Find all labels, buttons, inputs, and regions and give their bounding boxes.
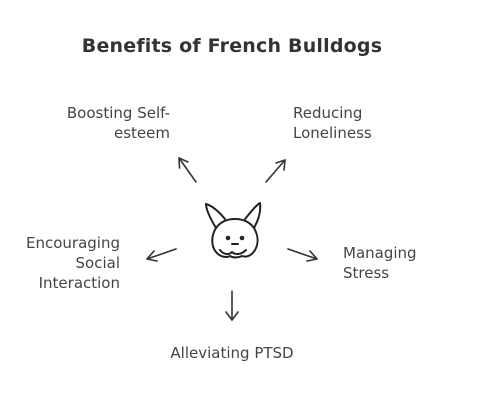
benefit-loneliness-line-1: Reducing — [293, 104, 363, 122]
french-bulldog-icon — [205, 202, 262, 259]
benefit-social-interaction: Encouraging Social Interaction — [10, 233, 120, 293]
benefit-social-line-1: Encouraging — [26, 234, 120, 252]
arrow-to-ptsd — [225, 290, 239, 321]
benefit-stress-line-2: Stress — [343, 264, 390, 282]
benefit-self-esteem-line-1: Boosting Self- — [66, 104, 170, 122]
benefit-loneliness: Reducing Loneliness — [293, 103, 393, 143]
diagram-title: Benefits of French Bulldogs — [81, 35, 383, 57]
arrow-to-social — [146, 248, 177, 262]
benefit-social-line-2: Social — [75, 254, 120, 272]
benefit-self-esteem-line-2: esteem — [114, 124, 170, 142]
benefit-loneliness-line-2: Loneliness — [293, 124, 372, 142]
benefit-managing-stress: Managing Stress — [343, 243, 443, 283]
benefit-self-esteem: Boosting Self- esteem — [58, 103, 170, 143]
arrow-to-loneliness — [265, 159, 286, 183]
benefit-alleviating-ptsd: Alleviating PTSD — [152, 343, 312, 363]
benefit-social-line-3: Interaction — [38, 274, 120, 292]
benefit-stress-line-1: Managing — [343, 244, 417, 262]
arrow-to-self-esteem — [178, 157, 197, 183]
benefit-ptsd-line-1: Alleviating PTSD — [170, 344, 294, 362]
arrow-to-stress — [287, 248, 318, 262]
